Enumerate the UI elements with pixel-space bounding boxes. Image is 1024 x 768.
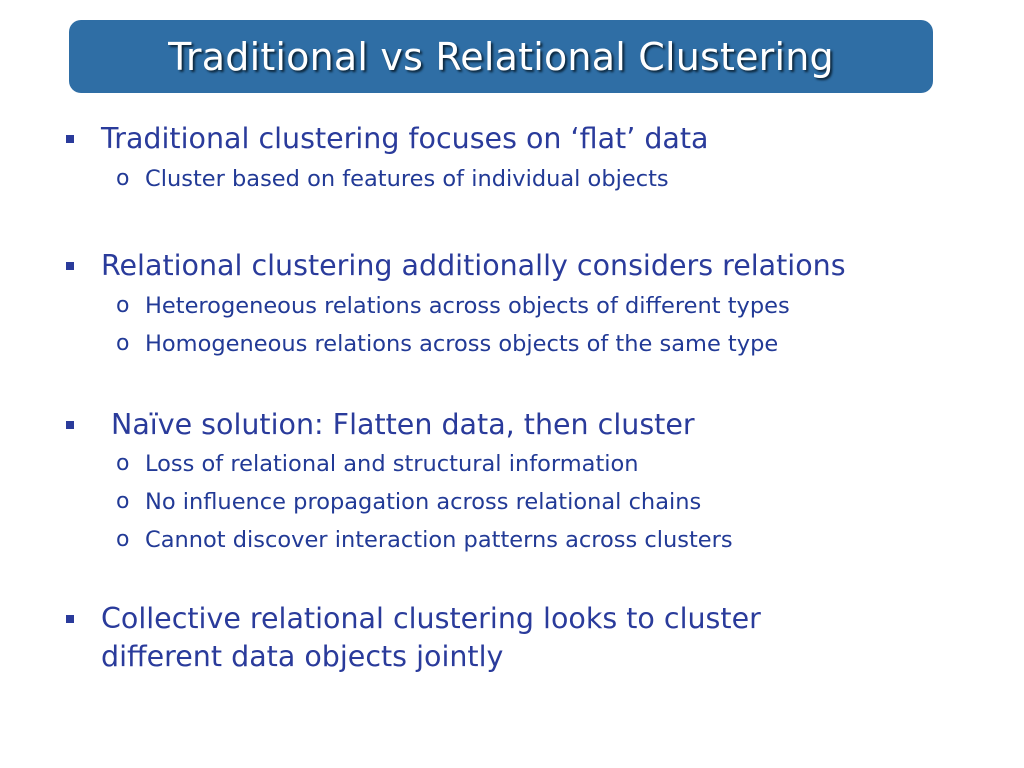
sub-bullet-item: o Loss of relational and structural info…: [116, 449, 996, 479]
bullet-text: Naïve solution: Flatten data, then clust…: [111, 408, 695, 441]
sub-bullet-marker-icon: o: [116, 489, 130, 514]
slide-title-banner: Traditional vs Relational Clustering: [69, 20, 933, 93]
bullet-item: Naïve solution: Flatten data, then clust…: [66, 406, 966, 444]
bullet-text-line-2: different data objects jointly: [101, 640, 504, 673]
sub-bullet-text: Cannot discover interaction patterns acr…: [145, 527, 733, 553]
bullet-text-line-1: Collective relational clustering looks t…: [101, 602, 761, 635]
bullet-marker-icon: [66, 262, 74, 270]
sub-bullet-text: Cluster based on features of individual …: [145, 166, 669, 192]
sub-bullet-item: o Cannot discover interaction patterns a…: [116, 525, 996, 555]
sub-bullet-marker-icon: o: [116, 331, 130, 356]
bullet-item: Collective relational clustering looks t…: [66, 600, 966, 676]
bullet-marker-icon: [66, 421, 74, 429]
sub-bullet-text: Loss of relational and structural inform…: [145, 451, 639, 477]
bullet-marker-icon: [66, 135, 74, 143]
sub-bullet-item: o Homogeneous relations across objects o…: [116, 329, 996, 359]
sub-bullet-marker-icon: o: [116, 451, 130, 476]
sub-bullet-text: No influence propagation across relation…: [145, 489, 702, 515]
slide-title: Traditional vs Relational Clustering: [168, 34, 834, 79]
bullet-marker-icon: [66, 615, 74, 623]
sub-bullet-marker-icon: o: [116, 293, 130, 318]
bullet-text: Traditional clustering focuses on ‘flat’…: [101, 122, 709, 155]
sub-bullet-text: Homogeneous relations across objects of …: [145, 331, 779, 357]
sub-bullet-text: Heterogeneous relations across objects o…: [145, 293, 790, 319]
sub-bullet-item: o No influence propagation across relati…: [116, 487, 996, 517]
bullet-text: Relational clustering additionally consi…: [101, 249, 846, 282]
sub-bullet-marker-icon: o: [116, 527, 130, 552]
sub-bullet-marker-icon: o: [116, 166, 130, 191]
bullet-item: Traditional clustering focuses on ‘flat’…: [66, 120, 966, 158]
bullet-item: Relational clustering additionally consi…: [66, 247, 966, 285]
sub-bullet-item: o Cluster based on features of individua…: [116, 164, 996, 194]
sub-bullet-item: o Heterogeneous relations across objects…: [116, 291, 996, 321]
